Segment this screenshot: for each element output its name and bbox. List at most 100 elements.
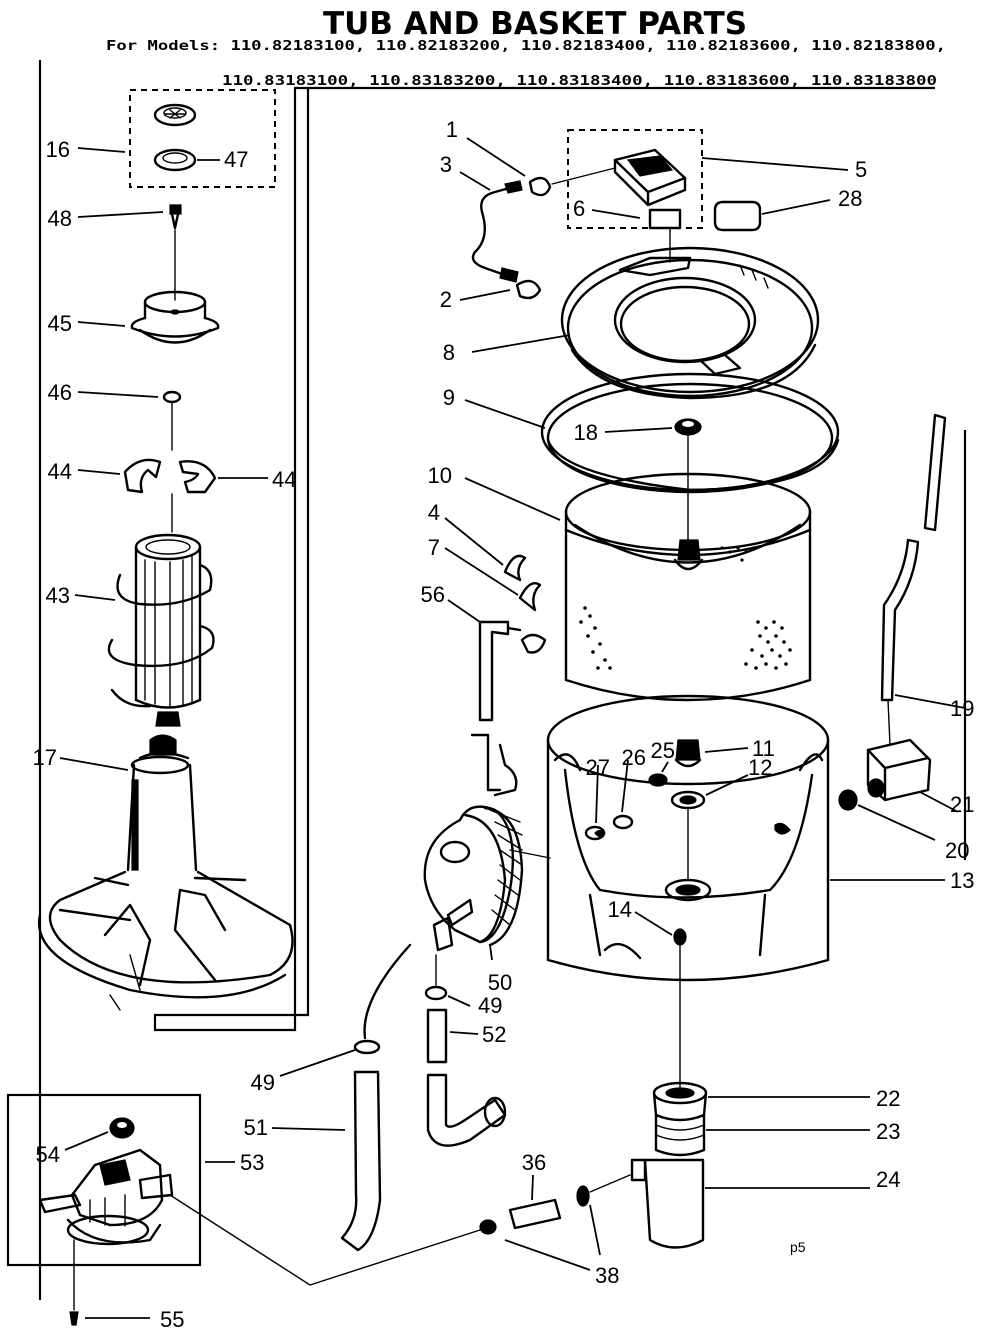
console-switch-box — [567, 129, 703, 229]
callout-47: 47 — [224, 147, 248, 172]
leader-28 — [761, 199, 831, 215]
basket-perforations — [579, 546, 792, 670]
clamp-49b — [353, 1039, 381, 1055]
pad-28 — [713, 200, 762, 232]
outer-tub-13 — [546, 694, 830, 982]
agitator-bolt-48 — [169, 204, 182, 230]
callout-46: 46 — [48, 380, 72, 405]
washer-26 — [612, 814, 634, 830]
leader-9 — [464, 399, 546, 429]
pump-hose-upper — [470, 733, 502, 792]
leader-19 — [894, 694, 966, 709]
models-line-1: For Models: 110.82183100, 110.82183200, … — [106, 38, 946, 54]
seal-12 — [670, 790, 706, 810]
callout-44-left: 44 — [48, 459, 72, 484]
harness-link — [551, 167, 616, 185]
leader-38a — [589, 1204, 601, 1256]
callout-44-right: 44 — [272, 467, 296, 492]
callout-28: 28 — [838, 186, 862, 211]
washer-46 — [162, 390, 182, 404]
callout-22: 22 — [876, 1086, 900, 1111]
seal-ring-47 — [153, 148, 197, 172]
callout-10: 10 — [428, 463, 452, 488]
clamp-49a — [424, 985, 448, 1001]
leader-46 — [77, 391, 159, 398]
leader-4 — [444, 517, 504, 566]
callout-50: 50 — [488, 970, 512, 995]
part-20 — [838, 789, 858, 811]
callout-13: 13 — [950, 868, 974, 893]
callout-36: 36 — [522, 1150, 546, 1175]
callout-14: 14 — [608, 897, 632, 922]
leader-51 — [271, 1127, 346, 1131]
drain-grommet-22 — [652, 1081, 708, 1117]
hose-51 — [340, 1070, 382, 1252]
hose-elbow — [426, 1073, 507, 1147]
clip-1 — [528, 176, 552, 197]
clip-7 — [518, 581, 542, 612]
leader-17 — [59, 757, 129, 771]
callout-27: 27 — [586, 755, 610, 780]
callout-56: 56 — [421, 582, 445, 607]
pump-50 — [423, 805, 524, 952]
clamp-38b — [479, 1219, 497, 1235]
agitator-base-17 — [37, 734, 294, 1011]
leader-50 — [489, 944, 493, 961]
callout-11: 11 — [752, 736, 775, 761]
callout-20: 20 — [945, 838, 969, 863]
leader-36 — [531, 1174, 534, 1201]
callout-16: 16 — [46, 137, 70, 162]
hose-52 — [426, 1008, 448, 1064]
leader-26 — [621, 759, 629, 813]
callout-18: 18 — [574, 420, 598, 445]
leader-10 — [464, 477, 561, 521]
fabric-softener-dispenser — [153, 103, 197, 127]
callout-38: 38 — [595, 1263, 619, 1288]
pump-assembly-53 — [38, 1117, 174, 1246]
leader-11 — [704, 747, 749, 753]
hose-link-2 — [589, 1174, 631, 1193]
drain-pipe-24 — [630, 1158, 705, 1249]
leader-21 — [919, 791, 959, 813]
water-valve-21 — [866, 738, 932, 802]
agitator-auger-43 — [107, 533, 215, 727]
leader-44a — [77, 469, 121, 475]
lid-switch-5 — [613, 148, 687, 207]
leader-25 — [661, 761, 669, 773]
agitator-cam-right-44 — [178, 460, 217, 494]
fabric-softener-box — [129, 89, 276, 188]
leader-43 — [74, 594, 116, 601]
hose-link-3 — [169, 1194, 481, 1286]
leader-5 — [701, 157, 849, 171]
leader-16 — [77, 147, 126, 153]
callout-55: 55 — [160, 1307, 184, 1332]
callout-48: 48 — [48, 206, 72, 231]
agitator-cap-45 — [130, 290, 220, 344]
callout-19: 19 — [950, 696, 974, 721]
callout-7: 7 — [428, 535, 440, 560]
callout-53: 53 — [240, 1150, 264, 1175]
leader-45 — [77, 321, 126, 327]
leader-3 — [459, 171, 491, 191]
agitator-group-frame — [153, 86, 310, 1032]
screw-55 — [69, 1311, 79, 1326]
leader-7 — [444, 547, 519, 596]
callout-52: 52 — [482, 1022, 506, 1047]
drain-hose-link — [363, 943, 412, 1040]
callout-25: 25 — [651, 738, 675, 763]
leader-48 — [77, 211, 164, 218]
hose-56 — [478, 620, 547, 722]
leader-12 — [705, 774, 749, 796]
coupling-23 — [654, 1113, 706, 1157]
leader-8 — [471, 334, 571, 353]
balance-ring-9 — [540, 372, 840, 494]
leader-18 — [604, 427, 673, 433]
pump-assembly-box — [6, 1093, 202, 1267]
leader-38b — [504, 1239, 591, 1271]
leader-1 — [466, 137, 526, 177]
leader-14 — [634, 911, 673, 936]
wire-harness-3 — [471, 180, 523, 283]
pump-hose-link — [493, 743, 518, 797]
callout-26: 26 — [622, 745, 646, 770]
